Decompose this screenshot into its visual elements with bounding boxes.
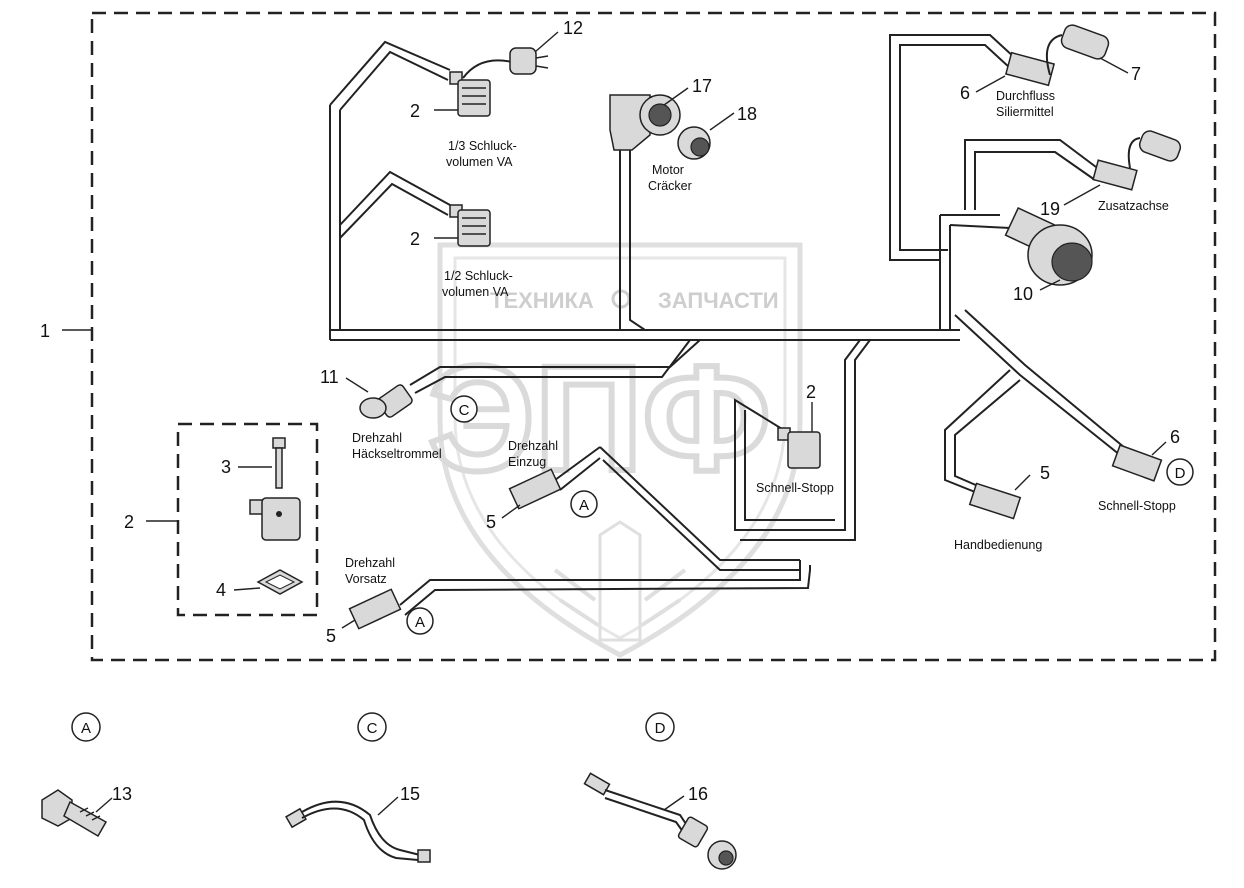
callout-13: 13	[112, 784, 132, 804]
svg-text:D: D	[655, 720, 666, 737]
label-zusatzachse: Zusatzachse	[1098, 199, 1169, 213]
callout-16: 16	[688, 784, 708, 804]
svg-text:C: C	[459, 402, 470, 419]
callout-2-schnellstopp: 2	[806, 382, 816, 402]
cap-18	[677, 126, 711, 160]
label-schnellstopp-mid: Schnell-Stopp	[756, 481, 834, 495]
label-durchfluss-line1: Durchfluss	[996, 89, 1055, 103]
marker-a-vorsatz: A	[406, 607, 434, 635]
sensor-11	[359, 384, 413, 419]
callout-12: 12	[563, 18, 583, 38]
watermark-big-text: ЭПФ	[428, 334, 771, 502]
cable-16	[583, 772, 737, 870]
callout-7: 7	[1131, 64, 1141, 84]
callout-1: 1	[40, 321, 50, 341]
label-motor-line2: Cräcker	[648, 179, 692, 193]
round-connector-10	[1004, 206, 1093, 286]
marker-c-detail: C	[357, 712, 387, 742]
marker-d-right: D	[1166, 458, 1194, 486]
watermark-left-text: ТЕХНИКА	[490, 288, 594, 313]
connector-19	[1092, 159, 1138, 191]
screw-3	[272, 437, 286, 489]
assembly-frame	[90, 11, 1217, 662]
svg-text:A: A	[81, 720, 91, 737]
marker-d-detail: D	[645, 712, 675, 742]
svg-text:D: D	[1175, 465, 1186, 482]
callout-2-sub: 2	[124, 512, 134, 532]
callout-10: 10	[1013, 284, 1033, 304]
connector-5-hand	[968, 482, 1022, 520]
callout-6-top: 6	[960, 83, 970, 103]
callout-4: 4	[216, 580, 226, 600]
bolt-13	[41, 789, 108, 838]
callout-3: 3	[221, 457, 231, 477]
cable-15	[285, 800, 431, 863]
svg-text:C: C	[367, 720, 378, 737]
main-harness	[329, 34, 1126, 616]
label-schluck12-line1: 1/2 Schluck-	[444, 269, 513, 283]
label-motor-line1: Motor	[652, 163, 684, 177]
label-drehzahl-vorsatz-line2: Vorsatz	[345, 572, 387, 586]
connector-7	[1046, 24, 1110, 76]
solenoid-connector-2-mid	[449, 204, 491, 247]
callout-5-einzug: 5	[486, 512, 496, 532]
callout-5-vorsatz: 5	[326, 626, 336, 646]
callout-19: 19	[1040, 199, 1060, 219]
label-handbedienung: Handbedienung	[954, 538, 1042, 552]
label-drehzahl-einzug-line1: Drehzahl	[508, 439, 558, 453]
plug-12	[462, 47, 549, 79]
svg-text:A: A	[415, 614, 425, 631]
connector-6-right	[1111, 444, 1163, 482]
watermark: ТЕХНИКА ЗАПЧАСТИ ЭПФ	[425, 242, 803, 658]
connector-19-mate	[1127, 130, 1182, 169]
leader-lines	[62, 31, 1167, 816]
watermark-right-text: ЗАПЧАСТИ	[658, 288, 779, 313]
connector-6-top	[1004, 51, 1056, 87]
marker-c-main: C	[450, 395, 478, 423]
solenoid-connector-2-schnellstopp	[777, 427, 821, 469]
label-drehzahl-vorsatz-line1: Drehzahl	[345, 556, 395, 570]
label-drehzahl-einzug-line2: Einzug	[508, 455, 546, 469]
marker-a-einzug: A	[570, 490, 598, 518]
label-schluck13-line1: 1/3 Schluck-	[448, 139, 517, 153]
callout-2-mid: 2	[410, 229, 420, 249]
label-durchfluss-line2: Siliermittel	[996, 105, 1054, 119]
label-drehzahl-haeckseltrommel-line2: Häckseltrommel	[352, 447, 442, 461]
callout-5-hand: 5	[1040, 463, 1050, 483]
label-schluck12-line2: volumen VA	[442, 285, 509, 299]
marker-a-detail: A	[71, 712, 101, 742]
callout-15: 15	[400, 784, 420, 804]
subassembly-frame	[176, 422, 319, 617]
solenoid-connector-2-top	[449, 71, 491, 117]
connector-5-vorsatz	[348, 588, 402, 630]
callout-6-right: 6	[1170, 427, 1180, 447]
label-schnellstopp-right: Schnell-Stopp	[1098, 499, 1176, 513]
svg-text:A: A	[579, 497, 589, 514]
callout-17: 17	[692, 76, 712, 96]
callout-11: 11	[320, 367, 339, 387]
callout-2-top: 2	[410, 101, 420, 121]
solenoid-coil	[249, 497, 301, 541]
callout-18: 18	[737, 104, 757, 124]
label-schluck13-line2: volumen VA	[446, 155, 513, 169]
angled-connector-17	[609, 94, 681, 151]
connector-5-einzug	[508, 468, 562, 510]
label-drehzahl-haeckseltrommel-line1: Drehzahl	[352, 431, 402, 445]
seal-4	[256, 569, 304, 595]
